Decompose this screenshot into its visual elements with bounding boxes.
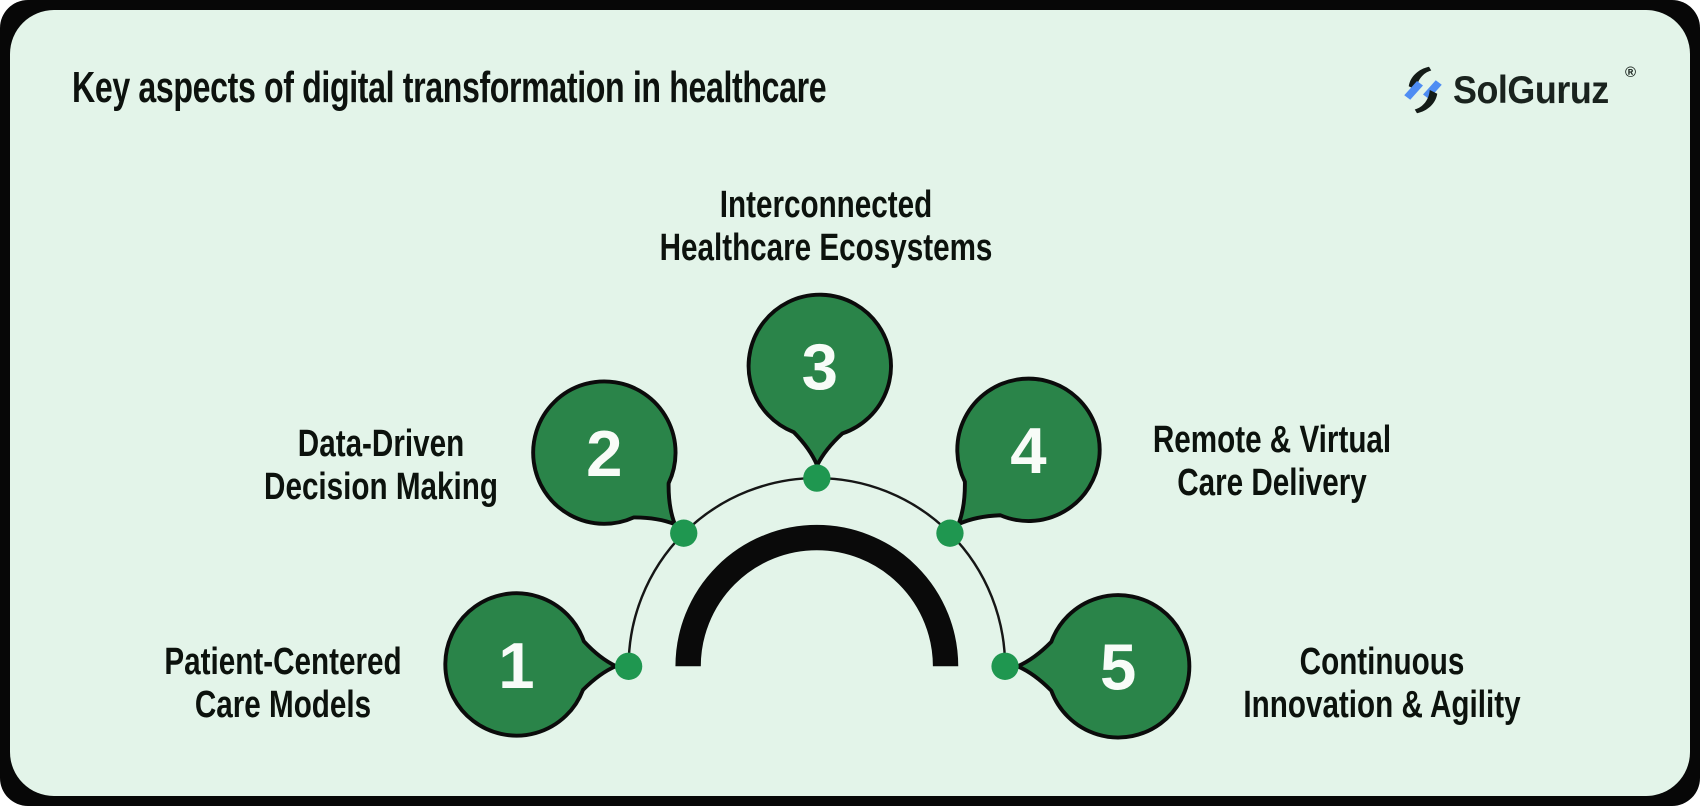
semicircle-diagram: 1 2 3 4 5 [443, 292, 1192, 740]
arc-dot-1 [614, 652, 643, 680]
solguruz-logo-icon [1403, 66, 1442, 114]
aspect-label-1: Patient-Centered Care Models [164, 641, 401, 727]
aspect-label-2: Data-Driven Decision Making [264, 423, 498, 509]
bubble-number-3: 3 [802, 330, 838, 403]
arc-dot-4 [936, 519, 964, 547]
background-panel: Key aspects of digital transformation in… [10, 10, 1690, 796]
aspect-label-line: Care Models [194, 684, 372, 726]
aspect-label-line: Continuous [1299, 641, 1465, 683]
bubble-1 [443, 591, 618, 738]
bubble-4 [955, 376, 1102, 526]
aspect-label-line: Remote & Virtual [1152, 419, 1392, 461]
registered-trademark-symbol: ® [1624, 64, 1636, 81]
aspect-label-3: Interconnected Healthcare Ecosystems [660, 184, 993, 270]
arc-dot-3 [803, 464, 831, 492]
bubble-number-2: 2 [586, 417, 622, 490]
aspect-label-line: Patient-Centered [164, 641, 402, 683]
aspect-label-line: Decision Making [264, 466, 498, 508]
arc-dot-5 [991, 652, 1019, 680]
arc-dot-2 [670, 519, 698, 547]
inner-thick-arc [675, 524, 959, 667]
solguruz-logo: SolGuruz ® [1402, 60, 1636, 120]
bubble-5 [1015, 593, 1192, 740]
aspect-label-4: Remote & Virtual Care Delivery [1153, 419, 1391, 505]
aspect-label-5: Continuous Innovation & Agility [1243, 641, 1520, 727]
bubble-2 [531, 379, 678, 527]
aspect-label-line: Interconnected [719, 184, 933, 226]
aspect-label-line: Care Delivery [1177, 462, 1367, 504]
aspect-label-line: Healthcare Ecosystems [659, 227, 993, 269]
aspect-label-line: Innovation & Agility [1243, 684, 1521, 726]
bubble-3 [746, 292, 893, 468]
page-title: Key aspects of digital transformation in… [72, 63, 827, 112]
bubble-number-4: 4 [1010, 414, 1046, 487]
aspect-label-line: Data-Driven [297, 423, 465, 465]
bubble-number-5: 5 [1100, 631, 1136, 704]
solguruz-logo-text: SolGuruz [1452, 68, 1609, 112]
bubble-number-1: 1 [498, 629, 534, 702]
